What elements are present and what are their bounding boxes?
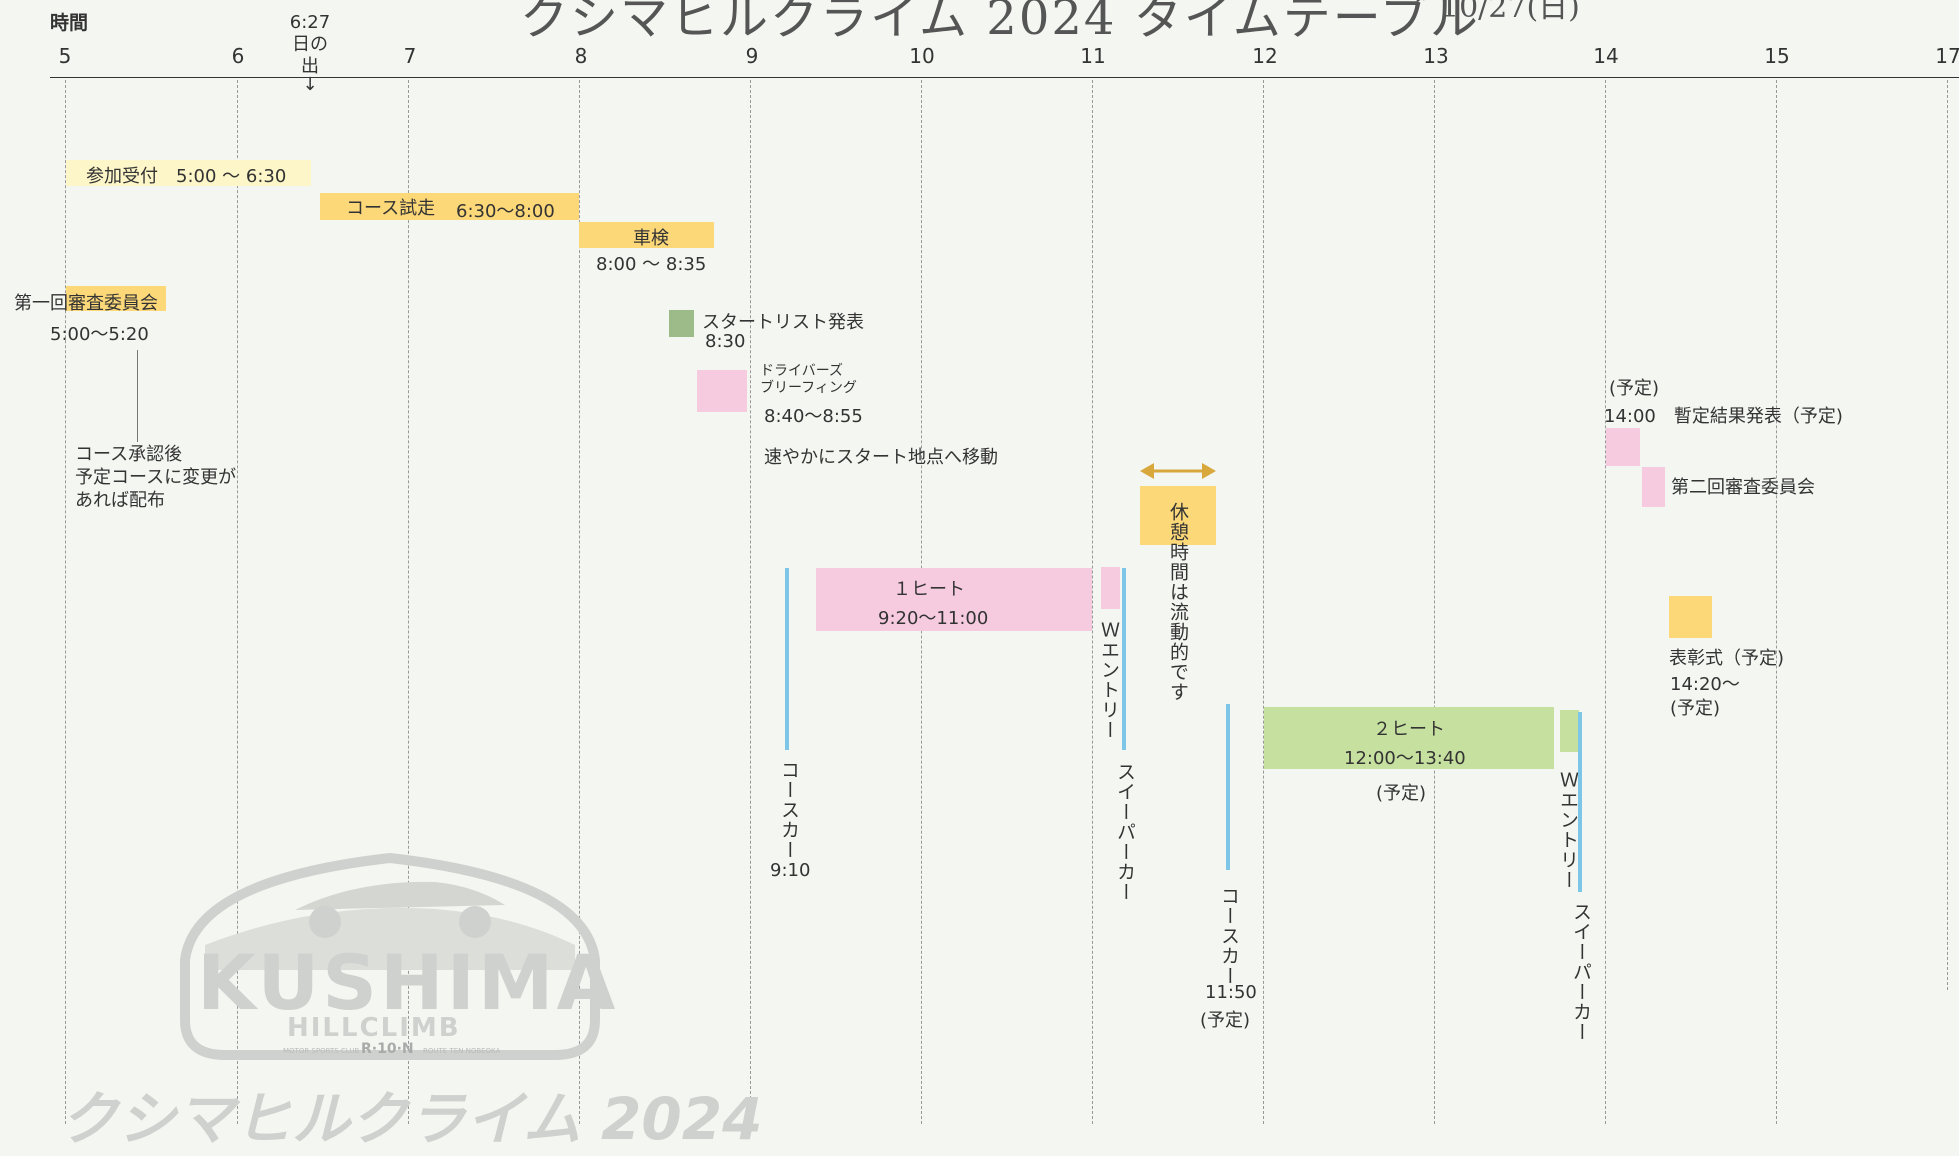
event-date: 10/27(日) xyxy=(1440,0,1580,25)
heat2-bar xyxy=(1264,707,1554,769)
results-bar xyxy=(1606,428,1640,466)
briefing-bar xyxy=(697,370,747,412)
committee1-bar xyxy=(66,286,166,311)
page-title: クシマヒルクライム 2024 タイムテーブル xyxy=(520,0,1480,46)
hour-gridline xyxy=(750,80,751,1124)
award-time: 14:20～ xyxy=(1670,674,1740,695)
break-label: 休憩時間は流動的です xyxy=(1167,502,1189,702)
move-note: 速やかにスタート地点へ移動 xyxy=(764,447,998,468)
course-car1-line xyxy=(785,568,789,750)
course-car2-note: (予定) xyxy=(1200,1010,1251,1031)
hour-label: 17 xyxy=(1935,44,1959,68)
reception-bar xyxy=(66,160,311,186)
hour-gridline xyxy=(408,80,409,1124)
hour-label: 10 xyxy=(909,44,935,68)
note-line: コース承認後 xyxy=(75,444,183,465)
sweeper1-line xyxy=(1122,568,1126,750)
sweeper1-label: スイーパーカー xyxy=(1114,762,1136,902)
heat2-label: ２ヒート xyxy=(1373,719,1445,740)
course-trial-bar xyxy=(320,193,579,220)
sunrise-label: 日の出 xyxy=(292,34,328,77)
w-entry1-label: Ｗエントリー xyxy=(1098,620,1120,740)
award-label: 表彰式（予定) xyxy=(1669,648,1785,669)
committee1-time: 5:00～5:20 xyxy=(50,324,149,345)
hour-gridline xyxy=(1605,80,1606,1124)
results-pre-note: (予定) xyxy=(1609,378,1660,399)
hour-label: 5 xyxy=(58,44,72,68)
course-car2-time: 11:50 xyxy=(1205,982,1257,1003)
course-car2-label: コースカー xyxy=(1218,886,1240,986)
heat2-time: 12:00～13:40 xyxy=(1344,748,1466,769)
hour-label: 11 xyxy=(1080,44,1106,68)
hour-gridline xyxy=(1092,80,1093,1124)
course-car1-label: コースカー xyxy=(778,760,800,860)
briefing-label: ドライバーズ ブリーフィング xyxy=(760,363,857,397)
hour-label: 7 xyxy=(403,44,417,68)
committee2-bar xyxy=(1642,467,1665,507)
heat2-note: (予定) xyxy=(1376,783,1427,804)
hour-gridline xyxy=(237,80,238,1124)
logo-sub-text: HILLCLIMB xyxy=(287,1013,461,1043)
logo-left-small: MOTOR SPORTS CLUB xyxy=(283,1047,360,1055)
axis-label: 時間 xyxy=(50,12,89,34)
committee2-label: 第二回審査委員会 xyxy=(1671,477,1815,498)
hour-label: 15 xyxy=(1764,44,1790,68)
logo-main-text: KUSHIMA xyxy=(197,938,619,1027)
heat1-bar xyxy=(816,568,1092,631)
inspection-bar xyxy=(579,222,714,248)
briefing-label-line2: ブリーフィング xyxy=(760,380,857,396)
hour-gridline xyxy=(1434,80,1435,1124)
time-axis xyxy=(50,77,1959,78)
hour-gridline xyxy=(579,80,580,1124)
note-line: 予定コースに変更が xyxy=(75,467,237,488)
break-bar xyxy=(1140,486,1216,545)
sweeper2-label: スイーパーカー xyxy=(1570,902,1592,1042)
hour-label: 6 xyxy=(231,44,245,68)
hour-label: 9 xyxy=(745,44,759,68)
logo-center-text: R·10·N xyxy=(361,1041,414,1057)
course-trial-time: 6:30～8:00 xyxy=(456,201,555,222)
course-trial-label: コース試走 xyxy=(346,198,436,219)
hour-label: 8 xyxy=(574,44,588,68)
sunrise-marker: 6:27 日の出 ↓ xyxy=(285,12,335,95)
results-label: 14:00 暫定結果発表（予定) xyxy=(1604,406,1843,427)
hour-label: 14 xyxy=(1593,44,1619,68)
w-entry2-bar xyxy=(1560,710,1579,752)
event-watermark: クシマヒルクライム 2024 xyxy=(60,1085,763,1153)
briefing-label-line1: ドライバーズ xyxy=(760,363,844,379)
hour-label: 12 xyxy=(1252,44,1278,68)
startlist-marker xyxy=(669,310,694,337)
hour-gridline xyxy=(1776,80,1777,1124)
committee1-connector xyxy=(137,350,138,442)
committee1-label: 第一回審査委員会 xyxy=(14,293,158,314)
committee1-note: コース承認後 予定コースに変更が あれば配布 xyxy=(75,443,236,512)
briefing-time: 8:40～8:55 xyxy=(764,406,863,427)
award-bar xyxy=(1669,596,1712,638)
hour-gridline xyxy=(1263,80,1264,1124)
heat1-time: 9:20～11:00 xyxy=(878,608,989,629)
w-entry2-label: Ｗエントリー xyxy=(1557,770,1579,890)
startlist-label: スタートリスト発表 xyxy=(702,312,864,333)
heat1-label: １ヒート xyxy=(893,579,965,600)
kushima-hillclimb-logo: KUSHIMA HILLCLIMB MOTOR SPORTS CLUB R·10… xyxy=(175,850,615,1065)
hour-gridline xyxy=(1947,80,1948,990)
sunrise-arrow: ↓ xyxy=(302,74,318,95)
course-car1-time: 9:10 xyxy=(770,860,811,881)
note-line: あれば配布 xyxy=(75,490,165,511)
startlist-time: 8:30 xyxy=(705,331,746,352)
reception-label: 参加受付 5:00 ～ 6:30 xyxy=(86,166,287,187)
double-arrow-icon xyxy=(1140,463,1216,479)
award-note: (予定) xyxy=(1670,698,1721,719)
hour-label: 13 xyxy=(1423,44,1449,68)
inspection-time: 8:00 ～ 8:35 xyxy=(596,254,707,275)
hour-gridline xyxy=(65,80,66,1124)
course-car2-line xyxy=(1226,704,1230,870)
sunrise-time: 6:27 xyxy=(289,12,331,33)
logo-right-small: ROUTE TEN NOBEOKA xyxy=(423,1047,501,1055)
w-entry1-bar xyxy=(1101,567,1120,609)
logo-badge-icon xyxy=(180,852,600,1060)
inspection-label: 車検 xyxy=(633,228,669,249)
sweeper2-line xyxy=(1578,712,1582,892)
